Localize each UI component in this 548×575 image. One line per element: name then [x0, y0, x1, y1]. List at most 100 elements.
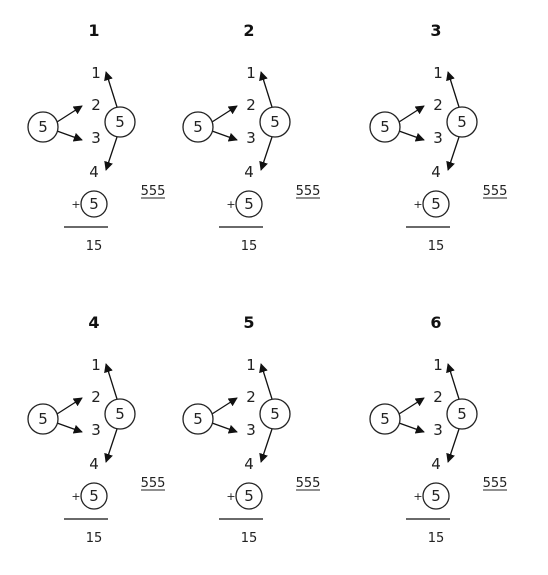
arrow-to-2 — [56, 105, 83, 123]
left-circle — [182, 403, 214, 435]
right-circle-value: 5 — [270, 113, 280, 131]
plus-sign: + — [71, 198, 80, 211]
arrow-to-4 — [104, 428, 118, 463]
addend-circle-value: 5 — [431, 487, 441, 505]
right-circle — [446, 398, 478, 430]
left-circle-value: 5 — [380, 118, 390, 136]
arrow-to-3 — [211, 130, 238, 142]
number-3: 3 — [246, 421, 256, 439]
addend-circle-value: 5 — [244, 487, 254, 505]
arrow-to-2 — [398, 397, 425, 415]
number-3: 3 — [433, 129, 443, 147]
arrow-to-1 — [259, 71, 273, 108]
arrow-to-3 — [398, 422, 425, 434]
panel-title: 2 — [243, 21, 254, 40]
arrow-to-4 — [446, 136, 460, 171]
arrow-to-1 — [104, 71, 118, 108]
addend-circle-value: 5 — [89, 195, 99, 213]
arrow-to-3 — [211, 422, 238, 434]
number-4: 4 — [244, 455, 254, 473]
panel-title: 1 — [88, 21, 99, 40]
arrow-to-1 — [104, 363, 118, 400]
left-circle-value: 5 — [193, 410, 203, 428]
right-circle — [446, 106, 478, 138]
number-1: 1 — [246, 64, 256, 82]
number-4: 4 — [244, 163, 254, 181]
side-label: 555 — [483, 184, 508, 199]
left-circle — [369, 111, 401, 143]
addend-circle-value: 5 — [89, 487, 99, 505]
arrow-to-4 — [104, 136, 118, 171]
number-2: 2 — [246, 388, 256, 406]
arrow-to-1 — [446, 71, 460, 108]
side-label: 555 — [483, 476, 508, 491]
addend-circle — [80, 482, 108, 510]
number-4: 4 — [431, 455, 441, 473]
plus-sign: + — [413, 490, 422, 503]
arrow-to-3 — [56, 130, 83, 142]
right-circle — [259, 398, 291, 430]
number-2: 2 — [433, 388, 443, 406]
left-circle-value: 5 — [380, 410, 390, 428]
number-1: 1 — [91, 356, 101, 374]
number-1: 1 — [91, 64, 101, 82]
left-circle-value: 5 — [38, 118, 48, 136]
plus-sign: + — [226, 490, 235, 503]
addend-circle-value: 5 — [244, 195, 254, 213]
sum-result: 15 — [428, 239, 445, 254]
side-label: 555 — [141, 476, 166, 491]
right-circle — [259, 106, 291, 138]
sum-result: 15 — [86, 239, 103, 254]
number-4: 4 — [431, 163, 441, 181]
number-4: 4 — [89, 163, 99, 181]
arrow-to-2 — [211, 105, 238, 123]
number-3: 3 — [91, 421, 101, 439]
left-circle-value: 5 — [38, 410, 48, 428]
arrow-to-2 — [56, 397, 83, 415]
arrow-to-4 — [259, 136, 273, 171]
addend-circle — [422, 190, 450, 218]
number-1: 1 — [433, 356, 443, 374]
left-circle — [369, 403, 401, 435]
panel-title: 4 — [88, 313, 99, 332]
panel-title: 3 — [430, 21, 441, 40]
sum-result: 15 — [241, 531, 258, 546]
addend-circle — [235, 190, 263, 218]
left-circle — [27, 111, 59, 143]
right-circle-value: 5 — [457, 405, 467, 423]
right-circle — [104, 398, 136, 430]
arrow-to-2 — [398, 105, 425, 123]
addend-circle-value: 5 — [431, 195, 441, 213]
panel-title: 5 — [243, 313, 254, 332]
side-label: 555 — [296, 184, 321, 199]
arrow-to-4 — [259, 428, 273, 463]
addend-circle — [422, 482, 450, 510]
number-2: 2 — [91, 96, 101, 114]
number-2: 2 — [246, 96, 256, 114]
number-3: 3 — [246, 129, 256, 147]
arrow-to-4 — [446, 428, 460, 463]
number-2: 2 — [433, 96, 443, 114]
sum-result: 15 — [86, 531, 103, 546]
addend-circle — [235, 482, 263, 510]
side-label: 555 — [296, 476, 321, 491]
arrow-to-3 — [56, 422, 83, 434]
left-circle-value: 5 — [193, 118, 203, 136]
right-circle-value: 5 — [115, 405, 125, 423]
arrow-to-1 — [259, 363, 273, 400]
panel-title: 6 — [430, 313, 441, 332]
plus-sign: + — [71, 490, 80, 503]
left-circle — [27, 403, 59, 435]
arrow-to-3 — [398, 130, 425, 142]
right-circle-value: 5 — [457, 113, 467, 131]
right-circle-value: 5 — [270, 405, 280, 423]
number-4: 4 — [89, 455, 99, 473]
